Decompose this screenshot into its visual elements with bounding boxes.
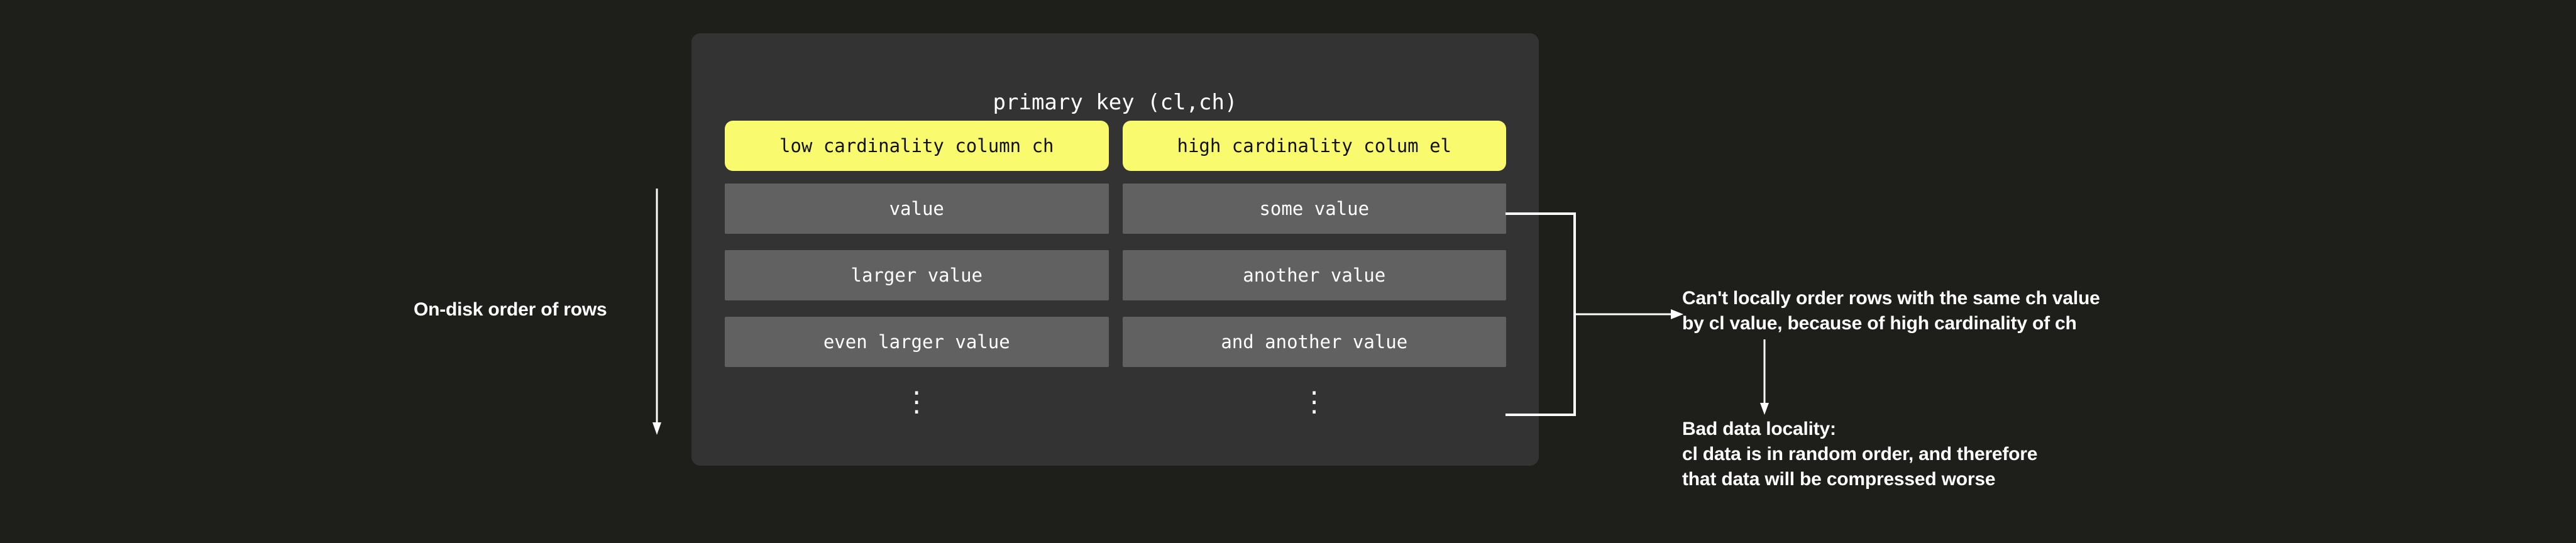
on-disk-order-arrow-icon: [647, 189, 666, 435]
note-cardinality: Can't locally order rows with the same c…: [1682, 288, 2100, 334]
continuation-row: ⋮ ⋮: [725, 383, 1506, 421]
on-disk-order-label: On-disk order of rows: [414, 299, 607, 320]
column-header-high-cardinality[interactable]: high cardinality colum el: [1122, 121, 1506, 171]
primary-key-card: primary key (cl,ch) low cardinality colu…: [691, 33, 1539, 466]
value-cell: another value: [1122, 250, 1506, 300]
value-cell: and another value: [1122, 317, 1506, 367]
value-cell: value: [725, 184, 1109, 234]
note-locality: Bad data locality: cl data is in random …: [1682, 419, 2038, 490]
card-title: primary key (cl,ch): [993, 90, 1238, 115]
vertical-ellipsis-icon: ⋮: [903, 385, 931, 418]
header-row: low cardinality column ch high cardinali…: [725, 121, 1506, 171]
value-row: value some value: [725, 184, 1506, 234]
value-cell: even larger value: [725, 317, 1109, 367]
column-bracket-connector: [1502, 207, 1691, 421]
vertical-ellipsis-icon: ⋮: [1300, 385, 1328, 418]
value-cell: larger value: [725, 250, 1109, 300]
column-grid: low cardinality column ch high cardinali…: [725, 121, 1506, 421]
value-row: larger value another value: [725, 250, 1506, 300]
column-header-low-cardinality[interactable]: low cardinality column ch: [725, 121, 1109, 171]
value-row: even larger value and another value: [725, 317, 1506, 367]
value-cell: some value: [1122, 184, 1506, 234]
note-link-arrow-icon: [1757, 339, 1772, 415]
